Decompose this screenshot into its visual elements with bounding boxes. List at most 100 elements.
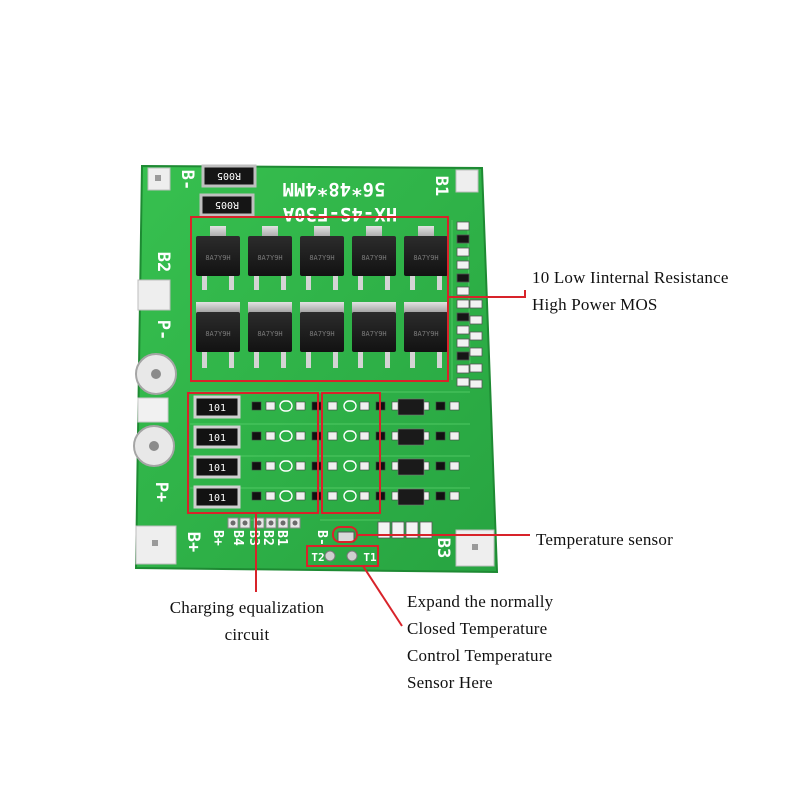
smd-component [449,461,460,471]
board-size-text: 56*48*4MM [283,178,386,200]
mosfet-marking: 8A7Y9H [309,254,334,262]
smd-component [469,363,483,373]
caption-mos: 10 Low Iinternal Resistance High Power M… [532,264,729,318]
smd-diode-outline [279,430,293,442]
smd-component [469,315,483,325]
highlight-balance-left [187,392,319,514]
highlight-mos [190,216,449,382]
smd-component [469,347,483,357]
smd-component [251,491,262,501]
mosfet: 8A7Y9H [404,226,448,290]
caption-temp-sensor: Temperature sensor [536,526,673,553]
smd-component [327,401,338,411]
mosfet-marking: 8A7Y9H [257,254,282,262]
label-b3: B3 [433,538,453,558]
smd-component [435,461,446,471]
mosfet-marking: 8A7Y9H [361,254,386,262]
shunt-resistor-1: R005 [201,164,257,188]
right-smd-column [456,221,483,389]
caption-mos-line1: 10 Low Iinternal Resistance [532,268,729,287]
smd-component [265,491,276,501]
smd-component [469,379,483,389]
caption-temp-sensor-line1: Temperature sensor [536,530,673,549]
header-pin-hole [292,520,298,526]
header-pin-label: B4 [230,530,245,546]
smd-component [359,461,370,471]
caption-equalization: Charging equalization circuit [147,594,347,648]
smd-component [456,338,470,348]
pad-b1 [455,169,479,193]
pad-p-plus [133,425,175,467]
smd-component [456,364,470,374]
smd-component [456,273,470,283]
label-b-minus: B- [177,170,197,190]
label-b2: B2 [153,252,173,272]
smd-component [327,431,338,441]
smd-component [456,247,470,257]
smd-diode-outline [343,490,357,502]
board-model-text: HX-4S-F30A [282,203,397,225]
caption-expand-line1: Expand the normally [407,592,554,611]
mosfet: 8A7Y9H [352,302,396,368]
smd-component [311,431,322,441]
balance-circuit: 101 101 101 101 [193,395,460,509]
smd-component [311,401,322,411]
smd-component [265,461,276,471]
balance-resistor-code: 101 [208,403,226,414]
smd-component [251,401,262,411]
mosfet-marking: 8A7Y9H [205,330,230,338]
smd-component [295,401,306,411]
mosfet-marking: 8A7Y9H [413,254,438,262]
mosfet: 8A7Y9H [352,226,396,290]
smd-component [435,491,446,501]
smd-component [327,461,338,471]
label-b-plus: B+ [183,532,203,552]
balance-ic [397,458,425,476]
smd-component [359,431,370,441]
header-pin-hole [230,520,236,526]
caption-equalization-line2: circuit [224,625,270,644]
balance-resistor-code: 101 [208,493,226,504]
caption-equalization-line1: Charging equalization [169,598,325,617]
smd-component [456,286,470,296]
pad-p-minus [135,353,177,395]
smd-diode-outline [279,460,293,472]
smd-component [311,491,322,501]
mosfet: 8A7Y9H [248,226,292,290]
smd-component [456,351,470,361]
balance-row: 101 [193,485,460,509]
smd-component [251,461,262,471]
caption-expand: Expand the normally Closed Temperature C… [407,588,553,696]
smd-component [449,491,460,501]
pad-b2 [137,279,171,311]
leader-mos [448,290,526,298]
label-t1: T1 [363,551,377,564]
caption-expand-line3: Control Temperature [407,646,553,665]
mosfet-marking: 8A7Y9H [257,330,282,338]
balance-resistor [193,425,241,449]
smd-component [327,491,338,501]
smd-component [449,431,460,441]
mosfet: 8A7Y9H [404,302,448,368]
smd-diode-outline [279,400,293,412]
smd-component [295,461,306,471]
header-pin-label: B2 [260,530,275,546]
smd-component [359,401,370,411]
smd-component [295,431,306,441]
balance-resistor-code: 101 [208,463,226,474]
highlight-expand-pads [306,545,379,567]
mosfet: 8A7Y9H [248,302,292,368]
label-t2: T2 [311,551,324,564]
header-pin-label: B3 [246,530,261,546]
balance-resistor-code: 101 [208,433,226,444]
pad-b-minus [147,167,171,191]
pad-b-plus [135,525,177,565]
smd-component [456,221,470,231]
shunt-resistor-2-code: R005 [215,199,239,210]
smd-component [456,377,470,387]
caption-expand-line4: Sensor Here [407,673,493,692]
shunt-resistor-2: R005 [199,193,255,217]
mosfet: 8A7Y9H [196,302,240,368]
shunt-resistor-1-code: R005 [217,170,241,181]
